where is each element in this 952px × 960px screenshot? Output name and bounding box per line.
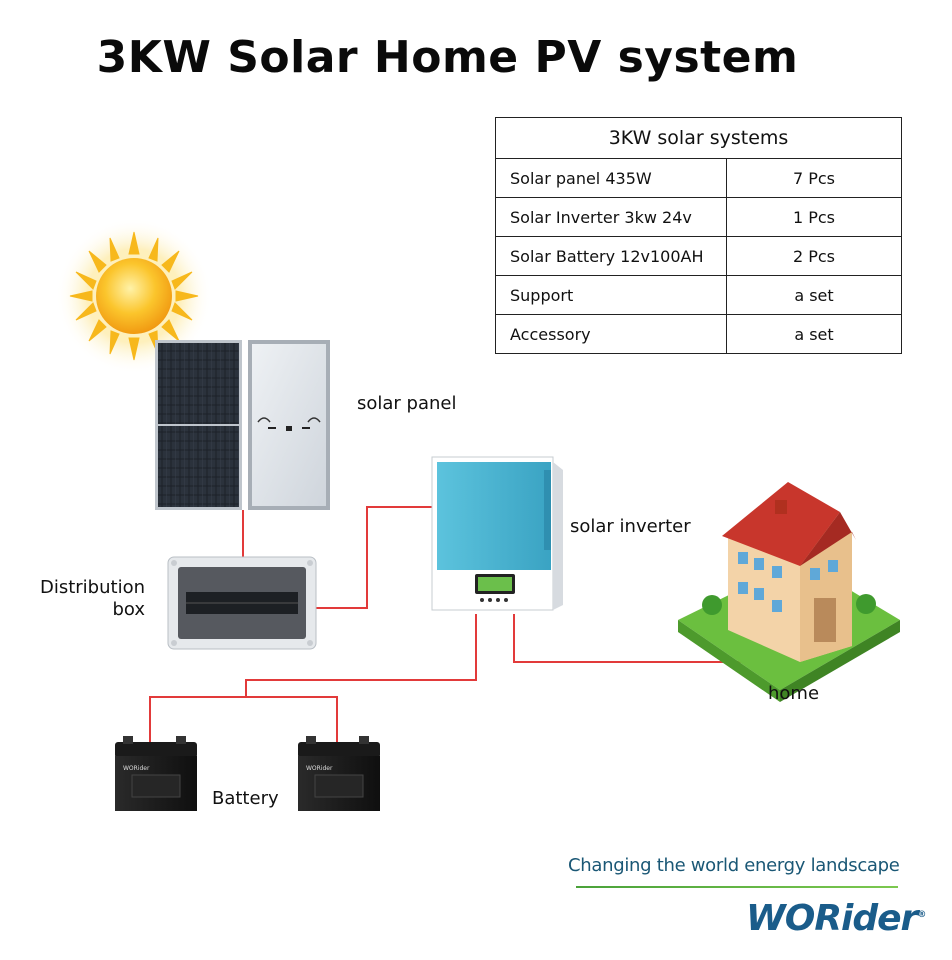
page-title: 3KW Solar Home PV system: [96, 32, 799, 83]
battery-brand: WORider: [123, 765, 150, 772]
label-solar-panel: solar panel: [357, 393, 457, 414]
label-solar-inverter: solar inverter: [570, 516, 691, 537]
table-cell-qty: a set: [726, 314, 902, 354]
wire-inverter-to-battery: [245, 614, 477, 697]
distribution-box-icon: [167, 556, 317, 650]
label-distribution-box: box: [112, 599, 145, 620]
solar-panel-front: [155, 340, 242, 510]
home-icon: [678, 482, 900, 702]
table-row: Solar Battery 12v100AH 2 Pcs: [495, 236, 902, 276]
brand-logo: WORider®: [746, 898, 926, 939]
table-header-row: 3KW solar systems: [495, 117, 902, 159]
table-cell-item: Accessory: [495, 314, 727, 354]
logo-text: WORider: [746, 898, 918, 939]
table-cell-qty: 7 Pcs: [726, 158, 902, 198]
wire-battery-bus: [149, 696, 338, 760]
spec-table: 3KW solar systems Solar panel 435W 7 Pcs…: [495, 117, 902, 354]
solar-panel-back: [248, 340, 330, 510]
table-header: 3KW solar systems: [495, 117, 902, 159]
table-cell-qty: a set: [726, 275, 902, 315]
table-cell-item: Solar Battery 12v100AH: [495, 236, 727, 276]
table-cell-item: Solar panel 435W: [495, 158, 727, 198]
table-cell-qty: 2 Pcs: [726, 236, 902, 276]
wire-inverter-to-home: [513, 614, 744, 663]
wire-box-to-inverter: [316, 506, 436, 609]
inverter-icon: [431, 456, 563, 611]
registered-mark: ®: [917, 910, 926, 920]
battery-icon: [115, 736, 197, 811]
table-cell-qty: 1 Pcs: [726, 197, 902, 237]
wiring: [149, 506, 744, 760]
label-distribution: Distribution: [39, 577, 145, 598]
table-row: Solar panel 435W 7 Pcs: [495, 158, 902, 198]
table-row: Support a set: [495, 275, 902, 315]
label-battery: Battery: [212, 788, 279, 809]
sun-icon: [56, 218, 212, 374]
slogan: Changing the world energy landscape: [568, 855, 900, 876]
table-row: Accessory a set: [495, 314, 902, 354]
slogan-divider: [576, 886, 898, 888]
battery-icon: [298, 736, 380, 811]
battery-brand: WORider: [306, 765, 333, 772]
label-home: home: [768, 683, 820, 704]
